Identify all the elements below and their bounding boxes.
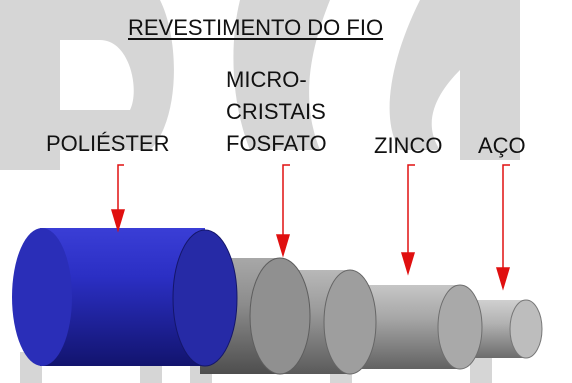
polyester-layer-end-face xyxy=(172,229,238,367)
zinc-layer-end-face xyxy=(437,284,483,370)
microcrystal-layer-end-face xyxy=(249,257,311,375)
watermark-a-shape xyxy=(389,0,520,160)
label-microcrystal-line2: CRISTAIS xyxy=(226,99,326,124)
label-zinc: ZINCO xyxy=(374,133,443,158)
arrow-steel xyxy=(495,164,511,291)
wire-body xyxy=(12,228,543,375)
watermark-e-shape xyxy=(0,0,174,170)
diagram-title: REVESTIMENTO DO FIO xyxy=(128,15,384,40)
steel-core-end-face xyxy=(509,299,543,359)
watermark-bottom-letter xyxy=(470,352,492,383)
phosphate-layer-end-face xyxy=(323,269,377,375)
label-steel: AÇO xyxy=(478,133,526,158)
arrow-phosphate xyxy=(275,164,291,258)
label-polyester: POLIÉSTER xyxy=(46,131,170,156)
label-microcrystal-line1: MICRO- xyxy=(226,67,307,92)
label-phosphate: FOSFATO xyxy=(226,131,327,156)
watermark-arc-shape xyxy=(233,0,330,150)
polyester-layer-left-end xyxy=(12,228,72,366)
arrow-polyester xyxy=(110,164,126,233)
arrow-zinc xyxy=(400,164,416,276)
pointer-arrows xyxy=(110,164,511,291)
